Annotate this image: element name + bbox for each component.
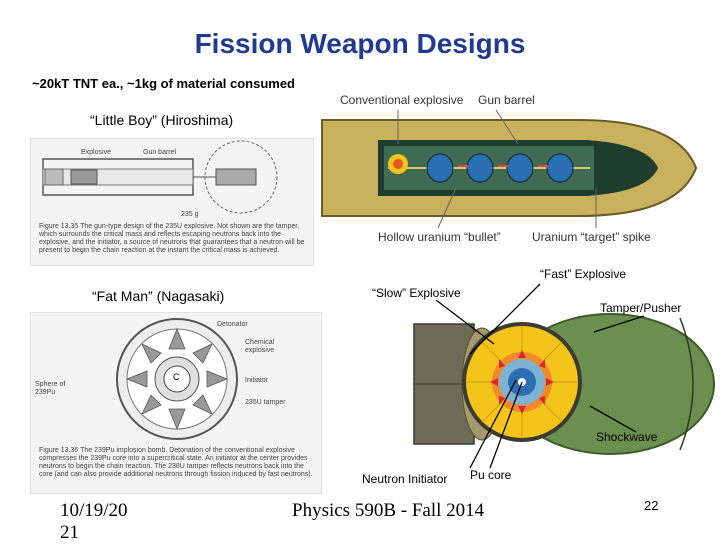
shockwave-label: Shockwave — [596, 430, 657, 444]
fast-explosive-label: “Fast” Explosive — [540, 267, 626, 281]
tamper-pusher-label: Tamper/Pusher — [600, 301, 681, 315]
neutron-initiator-label: Neutron Initiator — [362, 472, 447, 486]
footer-date: 10/19/20 21 — [60, 500, 128, 544]
pu-core-label: Pu core — [470, 468, 511, 482]
footer-course: Physics 590B - Fall 2014 — [292, 500, 484, 522]
page-number: 22 — [644, 498, 658, 513]
slow-explosive-label: “Slow” Explosive — [372, 286, 461, 300]
